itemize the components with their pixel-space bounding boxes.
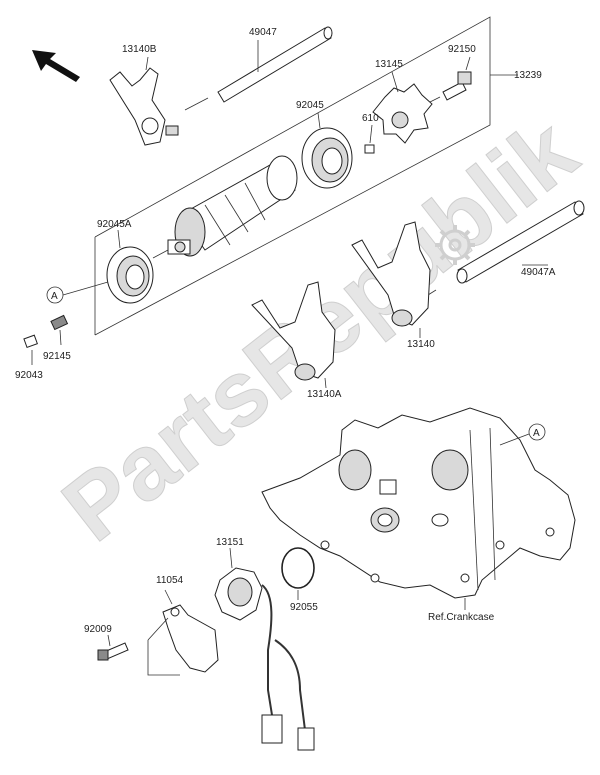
callout-a-left <box>46 281 109 304</box>
label-13151: 13151 <box>216 537 244 548</box>
spring-92145 <box>50 314 69 346</box>
part-labels: 13140B 49047 92150 13145 13239 92045 610… <box>15 27 556 635</box>
label-a-left: A <box>51 291 58 302</box>
bolt-92009 <box>97 634 129 661</box>
label-13140b: 13140B <box>122 44 157 55</box>
label-13140a: 13140A <box>307 389 342 400</box>
label-92055: 92055 <box>290 602 318 613</box>
label-92045: 92045 <box>296 100 324 111</box>
label-ref-crankcase: Ref.Crankcase <box>428 612 495 623</box>
shift-fork-13140 <box>351 221 431 338</box>
shift-fork-13140a <box>251 281 336 389</box>
crankcase <box>261 407 576 610</box>
label-610: 610 <box>362 113 379 124</box>
pin-92043 <box>23 334 38 365</box>
label-92150: 92150 <box>448 44 476 55</box>
sensor-13151 <box>214 547 315 751</box>
label-92009: 92009 <box>84 624 112 635</box>
label-11054: 11054 <box>156 575 184 586</box>
o-ring-92055 <box>281 547 315 600</box>
star-plate-13145 <box>372 71 441 144</box>
bracket-11054 <box>147 589 219 676</box>
bearing-92045 <box>301 112 353 189</box>
pin-610 <box>364 124 375 154</box>
shift-fork-13140b <box>109 56 179 146</box>
bearing-92045a <box>106 229 154 304</box>
gear-icon <box>435 225 475 265</box>
shaft-49047 <box>184 26 333 111</box>
label-13239: 13239 <box>514 70 542 81</box>
label-49047: 49047 <box>249 27 277 38</box>
callout-a-right <box>499 423 546 446</box>
shift-drum <box>152 155 298 259</box>
label-92045a: 92045A <box>97 219 132 230</box>
label-13145: 13145 <box>375 59 403 70</box>
bolt-92150 <box>442 56 472 101</box>
label-13140: 13140 <box>407 339 435 350</box>
label-92145: 92145 <box>43 351 71 362</box>
arrow-icon <box>32 50 80 82</box>
label-49047a: 49047A <box>521 267 556 278</box>
label-a-right: A <box>533 428 540 439</box>
label-92043: 92043 <box>15 370 43 381</box>
